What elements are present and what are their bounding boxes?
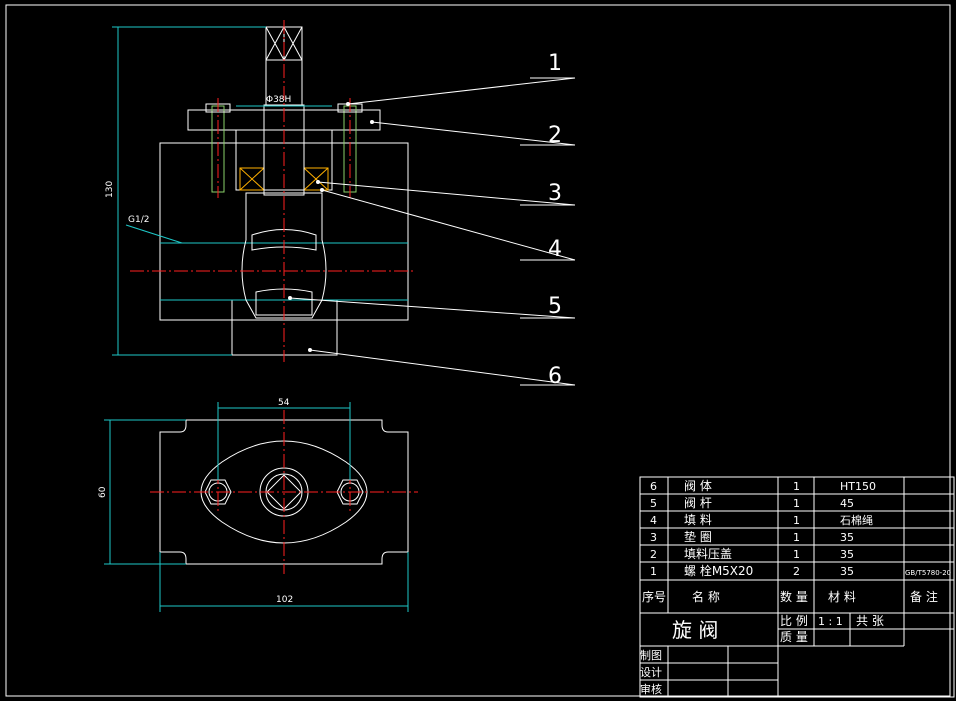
leader-4 — [321, 189, 576, 261]
stem-top-x4 — [283, 26, 303, 61]
part-qty: 1 — [793, 548, 800, 561]
front-dimensions: 130 Φ38H G1/2 — [105, 26, 332, 356]
part-material: 35 — [840, 565, 854, 578]
parts-list: 6 阀 体 1 HT150 5 阀 杆 1 45 4 填 料 1 石棉绳 3 垫 圈 1 35 2 填料压盖 1 35… — [639, 476, 955, 614]
top-dimensions: 54 102 60 — [98, 398, 409, 612]
leader-2 — [371, 121, 576, 146]
hdr-note: 备 注 — [910, 589, 938, 604]
part-name: 螺 栓M5X20 — [684, 563, 753, 578]
part-note: GB/T5780-20 — [905, 569, 951, 577]
part-material: HT150 — [840, 480, 876, 493]
part-material: 石棉绳 — [840, 513, 873, 527]
part-no: 1 — [650, 565, 657, 578]
leader-dot-3 — [316, 180, 320, 184]
hdr-name: 名 称 — [692, 589, 720, 604]
part-name: 填 料 — [684, 513, 712, 527]
drawing-title: 旋 阀 — [672, 618, 718, 642]
top-view — [150, 410, 418, 574]
sheet-count: 共 张 — [856, 614, 884, 628]
title-block-frame — [639, 612, 955, 698]
stem-square — [266, 474, 302, 510]
dim-60-text: 60 — [98, 486, 108, 498]
dim-height-text: 130 — [105, 181, 115, 198]
leader-3 — [317, 181, 576, 206]
part-no: 5 — [650, 497, 657, 510]
part-no: 2 — [650, 548, 657, 561]
scale-value: 1 : 1 — [818, 615, 843, 628]
part-qty: 1 — [793, 531, 800, 544]
callout-6: 6 — [548, 364, 562, 389]
leader-1 — [347, 77, 576, 105]
scale-label: 比 例 — [780, 614, 808, 628]
leader-dot-2 — [370, 120, 374, 124]
hdr-qty: 数 量 — [780, 589, 808, 604]
part-material: 35 — [840, 531, 854, 544]
part-material: 45 — [840, 497, 854, 510]
mass-label: 质 量 — [780, 630, 808, 644]
title-block: 旋 阀 比 例 1 : 1 共 张 质 量 制图 设计 审核 — [639, 612, 955, 698]
valve-plug-lower — [255, 288, 313, 316]
part-name: 填料压盖 — [684, 547, 732, 561]
callout-2: 2 — [548, 123, 562, 148]
part-name: 阀 体 — [684, 479, 712, 493]
dim-stem-text: Φ38H — [266, 95, 291, 105]
bolt-hex-right — [336, 479, 364, 505]
stem-top-x2 — [265, 26, 285, 61]
callout-1: 1 — [548, 51, 562, 76]
leader-dot-5 — [288, 296, 292, 300]
packing-x4 — [303, 167, 329, 191]
leader-dot-1 — [346, 102, 350, 106]
leader-dot-6 — [308, 348, 312, 352]
leader-6 — [309, 349, 576, 386]
part-material: 35 — [840, 548, 854, 561]
dim-102-text: 102 — [276, 595, 293, 605]
front-section-view — [130, 20, 415, 362]
hdr-no: 序号 — [642, 589, 666, 604]
bolt-hex-left — [204, 479, 232, 505]
part-no: 3 — [650, 531, 657, 544]
part-qty: 2 — [793, 565, 800, 578]
part-qty: 1 — [793, 497, 800, 510]
checked-by-label: 审核 — [640, 682, 662, 696]
packing-x2 — [239, 167, 265, 191]
leader-dot-4 — [320, 188, 324, 192]
gland-flange-outline — [200, 440, 368, 544]
callout-5: 5 — [548, 294, 562, 319]
plug-cavity — [241, 192, 327, 319]
valve-plug — [251, 229, 317, 251]
drawing-frame — [5, 4, 951, 697]
part-name: 阀 杆 — [684, 496, 712, 510]
part-qty: 1 — [793, 480, 800, 493]
callout-3: 3 — [548, 181, 562, 206]
part-no: 4 — [650, 514, 657, 527]
drawn-by-label: 制图 — [640, 649, 662, 662]
hdr-material: 材 料 — [828, 590, 856, 604]
callout-4: 4 — [548, 237, 562, 262]
designed-by-label: 设计 — [640, 666, 662, 679]
parts-rows: 6 阀 体 1 HT150 5 阀 杆 1 45 4 填 料 1 石棉绳 3 垫 圈 1 35 2 填料压盖 1 35… — [650, 479, 951, 578]
part-name: 垫 圈 — [684, 529, 712, 544]
dim-thread-text: G1/2 — [128, 215, 149, 225]
callout-leaders: 1 2 3 4 5 6 — [288, 51, 576, 389]
part-qty: 1 — [793, 514, 800, 527]
dim-54-text: 54 — [278, 398, 290, 408]
leader-5 — [289, 297, 576, 319]
dim-thread-leader — [125, 224, 183, 244]
part-no: 6 — [650, 480, 657, 493]
